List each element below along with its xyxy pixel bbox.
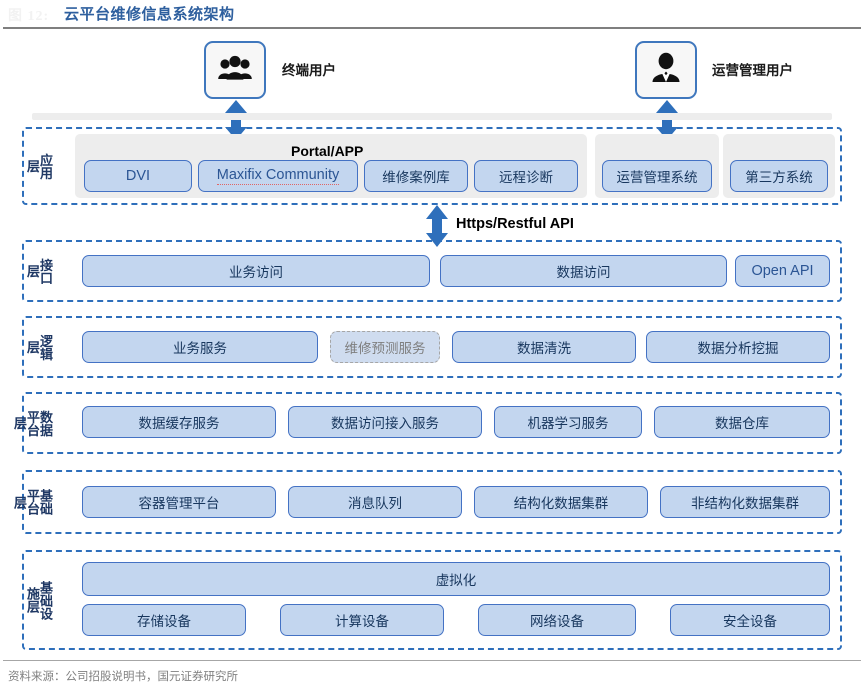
infra-node-storage-device-label: 存储设备 <box>137 614 191 629</box>
infra-node-storage-device[interactable]: 存储设备 <box>82 604 246 636</box>
api-connector-arrow <box>423 204 451 253</box>
data-node-cache-service-label: 数据缓存服务 <box>138 416 220 431</box>
logic-node-data-analysis-mining-label: 数据分析挖掘 <box>697 341 779 356</box>
users-group-icon <box>217 55 253 86</box>
layer-data-platform-label: 数据平台层 <box>12 410 53 436</box>
infra-node-compute-device-label: 计算设备 <box>335 614 389 629</box>
ops-user-connector-arrow <box>653 99 681 146</box>
end-user-connector-arrow <box>222 99 250 146</box>
base-node-structured-data-cluster[interactable]: 结构化数据集群 <box>474 486 648 518</box>
actor-ops-user <box>635 41 697 99</box>
base-node-container-platform-label: 容器管理平台 <box>138 496 220 511</box>
app-node-remote-diagnosis[interactable]: 远程诊断 <box>474 160 578 192</box>
logic-node-data-cleaning[interactable]: 数据清洗 <box>452 331 636 363</box>
layer-base-platform: 基础平台层 <box>12 470 842 534</box>
footer-divider <box>3 660 861 661</box>
data-node-machine-learning-service[interactable]: 机器学习服务 <box>494 406 642 438</box>
app-node-third-party-system[interactable]: 第三方系统 <box>730 160 828 192</box>
interface-node-open-api[interactable]: Open API <box>735 255 830 287</box>
app-node-dvi-label: DVI <box>125 168 151 184</box>
base-node-structured-data-cluster-label: 结构化数据集群 <box>513 496 609 511</box>
layer-application-label: 应用层 <box>25 153 53 179</box>
interface-node-business-access[interactable]: 业务访问 <box>82 255 430 287</box>
base-node-unstructured-data-cluster[interactable]: 非结构化数据集群 <box>660 486 830 518</box>
app-node-repair-case-library[interactable]: 维修案例库 <box>364 160 468 192</box>
layer-infrastructure: 基础设施层 <box>22 550 842 650</box>
portal-app-title: Portal/APP <box>291 143 364 159</box>
base-node-container-platform[interactable]: 容器管理平台 <box>82 486 276 518</box>
interface-node-open-api-label: Open API <box>751 263 814 279</box>
actor-ops-user-label: 运营管理用户 <box>712 63 793 78</box>
layer-base-platform-label: 基础平台层 <box>12 489 53 515</box>
app-node-ops-management-system[interactable]: 运营管理系统 <box>602 160 712 192</box>
app-node-dvi[interactable]: DVI <box>84 160 192 192</box>
user-person-icon <box>649 51 683 90</box>
actor-end-user-label: 终端用户 <box>282 63 336 78</box>
page-title: 云平台维修信息系统架构 <box>64 7 235 23</box>
interface-node-data-access-label: 数据访问 <box>556 265 611 280</box>
actor-end-user <box>204 41 266 99</box>
data-node-machine-learning-service-label: 机器学习服务 <box>527 416 609 431</box>
app-node-repair-case-library-label: 维修案例库 <box>382 170 450 185</box>
base-node-unstructured-data-cluster-label: 非结构化数据集群 <box>691 496 799 511</box>
layer-logic: 逻辑层 <box>22 316 842 378</box>
layer-interface-label: 接口层 <box>25 258 53 284</box>
layer-data-platform: 数据平台层 <box>12 392 842 454</box>
infra-node-security-device[interactable]: 安全设备 <box>670 604 830 636</box>
app-node-maxifix-community-label: Maxifix Community <box>216 167 340 185</box>
base-node-message-queue-label: 消息队列 <box>348 496 402 511</box>
data-node-data-warehouse[interactable]: 数据仓库 <box>654 406 830 438</box>
layer-infrastructure-label: 基础设施层 <box>25 580 53 620</box>
logic-node-repair-prediction-service-label: 维修预测服务 <box>344 341 426 356</box>
application-layer-top-bar <box>32 113 832 120</box>
data-node-data-warehouse-label: 数据仓库 <box>715 416 769 431</box>
app-node-ops-management-system-label: 运营管理系统 <box>616 170 698 185</box>
api-connector-label: Https/Restful API <box>456 216 574 232</box>
figure-header: 图 12: 云平台维修信息系统架构 <box>0 0 864 30</box>
logic-node-business-service-label: 业务服务 <box>173 341 227 356</box>
infra-node-virtualization[interactable]: 虚拟化 <box>82 562 830 596</box>
data-node-access-service-label: 数据访问接入服务 <box>331 416 439 431</box>
interface-node-data-access[interactable]: 数据访问 <box>440 255 727 287</box>
logic-node-data-cleaning-label: 数据清洗 <box>517 341 571 356</box>
logic-node-repair-prediction-service[interactable]: 维修预测服务 <box>330 331 440 363</box>
infra-node-compute-device[interactable]: 计算设备 <box>280 604 444 636</box>
data-node-cache-service[interactable]: 数据缓存服务 <box>82 406 276 438</box>
source-note: 资料来源：公司招股说明书，国元证券研究所 <box>8 671 238 683</box>
app-node-remote-diagnosis-label: 远程诊断 <box>499 170 553 185</box>
header-divider <box>3 27 861 29</box>
logic-node-business-service[interactable]: 业务服务 <box>82 331 318 363</box>
data-node-access-service[interactable]: 数据访问接入服务 <box>288 406 482 438</box>
layer-application: 应用层 <box>22 127 842 205</box>
layer-logic-label: 逻辑层 <box>25 334 53 360</box>
logic-node-data-analysis-mining[interactable]: 数据分析挖掘 <box>646 331 830 363</box>
infra-node-virtualization-label: 虚拟化 <box>435 573 477 588</box>
app-node-third-party-system-label: 第三方系统 <box>745 170 813 185</box>
base-node-message-queue[interactable]: 消息队列 <box>288 486 462 518</box>
infra-node-security-device-label: 安全设备 <box>723 614 777 629</box>
infra-node-network-device-label: 网络设备 <box>530 614 584 629</box>
interface-node-business-access-label: 业务访问 <box>229 265 283 280</box>
figure-number-watermark: 图 12: <box>8 9 50 24</box>
layer-interface: 接口层 <box>22 240 842 302</box>
infra-node-network-device[interactable]: 网络设备 <box>478 604 636 636</box>
app-node-maxifix-community[interactable]: Maxifix Community <box>198 160 358 192</box>
